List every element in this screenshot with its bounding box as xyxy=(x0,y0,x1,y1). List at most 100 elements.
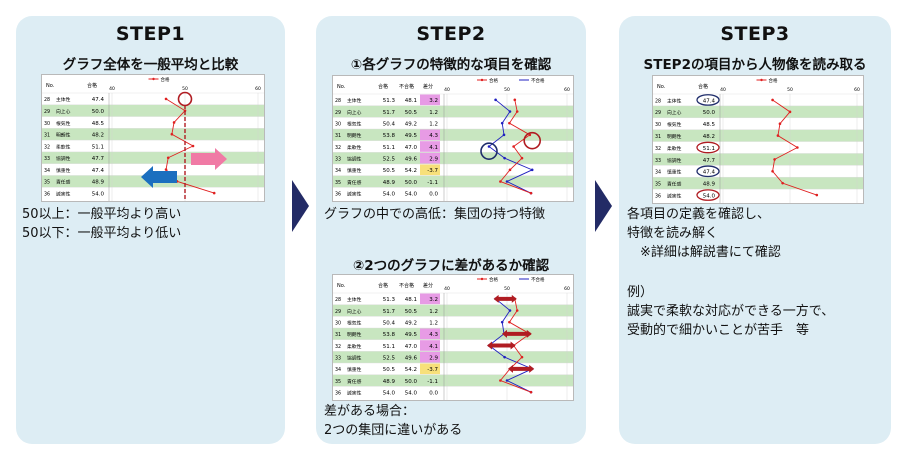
row-fail: 49.6 xyxy=(405,356,418,362)
row-pass: 51.3 xyxy=(383,297,396,303)
row-no: 31 xyxy=(335,133,341,139)
row-band xyxy=(333,351,573,363)
pass-series-point xyxy=(513,98,517,102)
pass-series-point xyxy=(170,132,174,136)
row-pass: 51.7 xyxy=(383,110,396,116)
row-fail: 47.0 xyxy=(405,145,418,151)
row-name: 柔軟性 xyxy=(347,144,362,151)
row-name: 責任感 xyxy=(56,179,71,186)
pass-series-point xyxy=(529,191,533,195)
row-no: 35 xyxy=(655,182,661,188)
row-value: 51.1 xyxy=(92,144,104,150)
legend-pass-label: 合格 xyxy=(489,77,498,84)
row-no: 34 xyxy=(44,168,50,174)
pass-series-point xyxy=(778,122,782,126)
row-fail: 54.2 xyxy=(405,168,417,174)
row-name: 協調性 xyxy=(667,157,682,164)
axis-tick-label: 40 xyxy=(444,87,450,93)
step2-note-a: グラフの中での高低：集団の持つ特徴 xyxy=(324,207,546,222)
step1-title: STEP1 xyxy=(115,23,186,45)
step2-subtitle-b: ②2つのグラフに差があるか確認 xyxy=(352,258,550,274)
row-diff: 4.3 xyxy=(429,332,438,338)
legend-pass-marker xyxy=(760,78,763,82)
row-no: 29 xyxy=(655,110,661,116)
row-no: 35 xyxy=(335,180,341,186)
pass-series-point xyxy=(515,309,519,312)
fail-series-point xyxy=(508,110,512,113)
row-pass: 50.5 xyxy=(383,367,396,373)
pass-series-point xyxy=(529,390,533,394)
row-value: 47.4 xyxy=(92,97,105,103)
pass-series-point xyxy=(788,110,792,114)
row-fail: 49.2 xyxy=(405,122,417,128)
row-band xyxy=(333,152,573,164)
pass-series-point xyxy=(164,168,168,171)
row-no: 32 xyxy=(335,145,341,151)
row-fail: 50.5 xyxy=(405,309,418,315)
axis-tick-label: 50 xyxy=(787,87,793,93)
row-no: 35 xyxy=(44,180,50,186)
difference-arrow-icon xyxy=(487,341,516,350)
row-value: 47.4 xyxy=(703,170,716,176)
row-name: 明朗性 xyxy=(347,132,362,139)
row-no: 30 xyxy=(655,122,661,128)
legend-fail-label: 不合格 xyxy=(531,276,545,283)
fail-series-point xyxy=(502,133,506,137)
row-no: 32 xyxy=(655,146,661,152)
row-no: 31 xyxy=(44,133,50,139)
row-name: 協調性 xyxy=(347,156,362,163)
row-value: 48.2 xyxy=(92,133,104,139)
fail-series-point xyxy=(500,320,504,324)
axis-tick-label: 50 xyxy=(504,87,510,93)
row-value: 50.0 xyxy=(92,109,105,115)
row-diff: 3.2 xyxy=(429,98,438,104)
row-no: 29 xyxy=(44,109,50,115)
row-name: 明朗性 xyxy=(667,133,682,140)
row-name: 柔軟性 xyxy=(667,145,682,152)
row-pass: 54.0 xyxy=(383,391,396,397)
fail-series-point xyxy=(487,145,491,148)
row-no: 28 xyxy=(335,297,341,303)
pass-series-point xyxy=(212,191,216,195)
row-diff: 4.1 xyxy=(429,145,438,151)
step-arrow-2 xyxy=(595,180,612,232)
row-pass: 48.9 xyxy=(383,180,396,186)
step3-note-6: 受動的で細かいことが苦手 等 xyxy=(627,323,810,338)
row-diff: -3.7 xyxy=(427,367,438,373)
row-name: 柔軟性 xyxy=(347,343,362,350)
row-name: 明朗性 xyxy=(56,132,71,139)
pass-series-point xyxy=(796,146,799,149)
row-fail: 54.0 xyxy=(405,391,418,397)
row-value: 48.9 xyxy=(703,182,716,188)
row-name: 慎重性 xyxy=(667,169,682,176)
row-name: 協調性 xyxy=(347,355,362,362)
diff-highlight xyxy=(420,94,440,106)
row-pass: 52.5 xyxy=(383,356,396,362)
highlight-circle-navy xyxy=(480,142,498,160)
difference-arrow-icon xyxy=(508,364,535,373)
row-name: 責任感 xyxy=(347,179,362,186)
row-name: 主体性 xyxy=(667,97,682,104)
row-pass: 52.5 xyxy=(383,157,396,163)
axis-tick-label: 40 xyxy=(444,286,450,292)
legend-pass-label: 合格 xyxy=(161,76,170,83)
row-name: 誠実性 xyxy=(667,192,682,199)
row-band xyxy=(653,177,863,190)
pass-series-point xyxy=(499,379,502,382)
step-arrow-1 xyxy=(292,180,309,232)
step3-note-3: ※詳細は解説書にて確認 xyxy=(627,245,781,260)
pass-series-point xyxy=(512,145,515,148)
difference-arrow-icon xyxy=(502,329,532,338)
difference-arrow-icon xyxy=(493,294,517,303)
step1-note-2: 50以下：一般平均より低い xyxy=(22,226,182,241)
value-highlight-ellipse xyxy=(696,165,720,178)
row-name: 責任感 xyxy=(667,181,682,188)
